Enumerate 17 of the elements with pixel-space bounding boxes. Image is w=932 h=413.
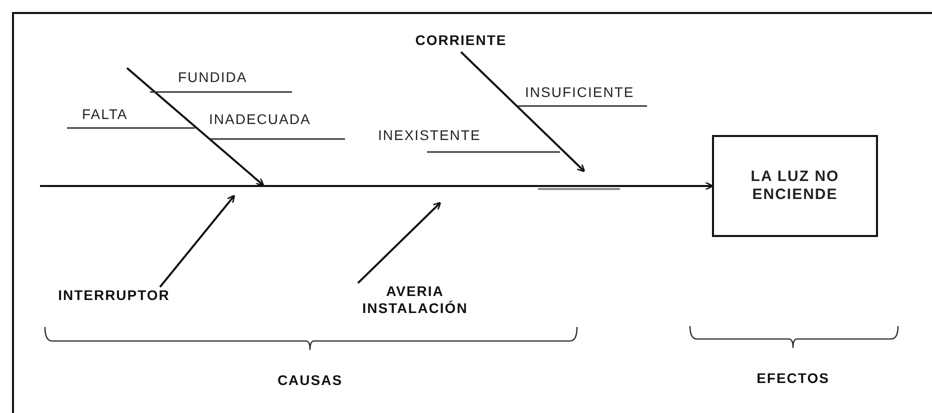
bone-arrow — [460, 51, 586, 172]
sub-cause-label: FALTA — [82, 106, 128, 123]
cause-heading: INTERRUPTOR — [44, 287, 184, 307]
group-label: EFECTOS — [756, 370, 830, 387]
sub-cause-label: INEXISTENTE — [378, 127, 481, 144]
sub-cause-label: INADECUADA — [209, 111, 311, 128]
sub-cause-label: INSUFICIENTE — [525, 84, 634, 101]
cause-heading: CORRIENTE — [405, 32, 517, 52]
sub-cause-label: FUNDIDA — [178, 69, 248, 86]
spine-arrow — [640, 182, 714, 190]
group-label: CAUSAS — [277, 372, 343, 389]
spine-line — [40, 185, 640, 187]
cause-heading: AVERIA INSTALACIÓN — [350, 283, 480, 321]
bone-arrow — [126, 67, 264, 186]
bone-arrow — [357, 202, 442, 284]
bone-arrow — [159, 194, 236, 288]
effect-box: LA LUZ NO ENCIENDE — [712, 135, 878, 237]
